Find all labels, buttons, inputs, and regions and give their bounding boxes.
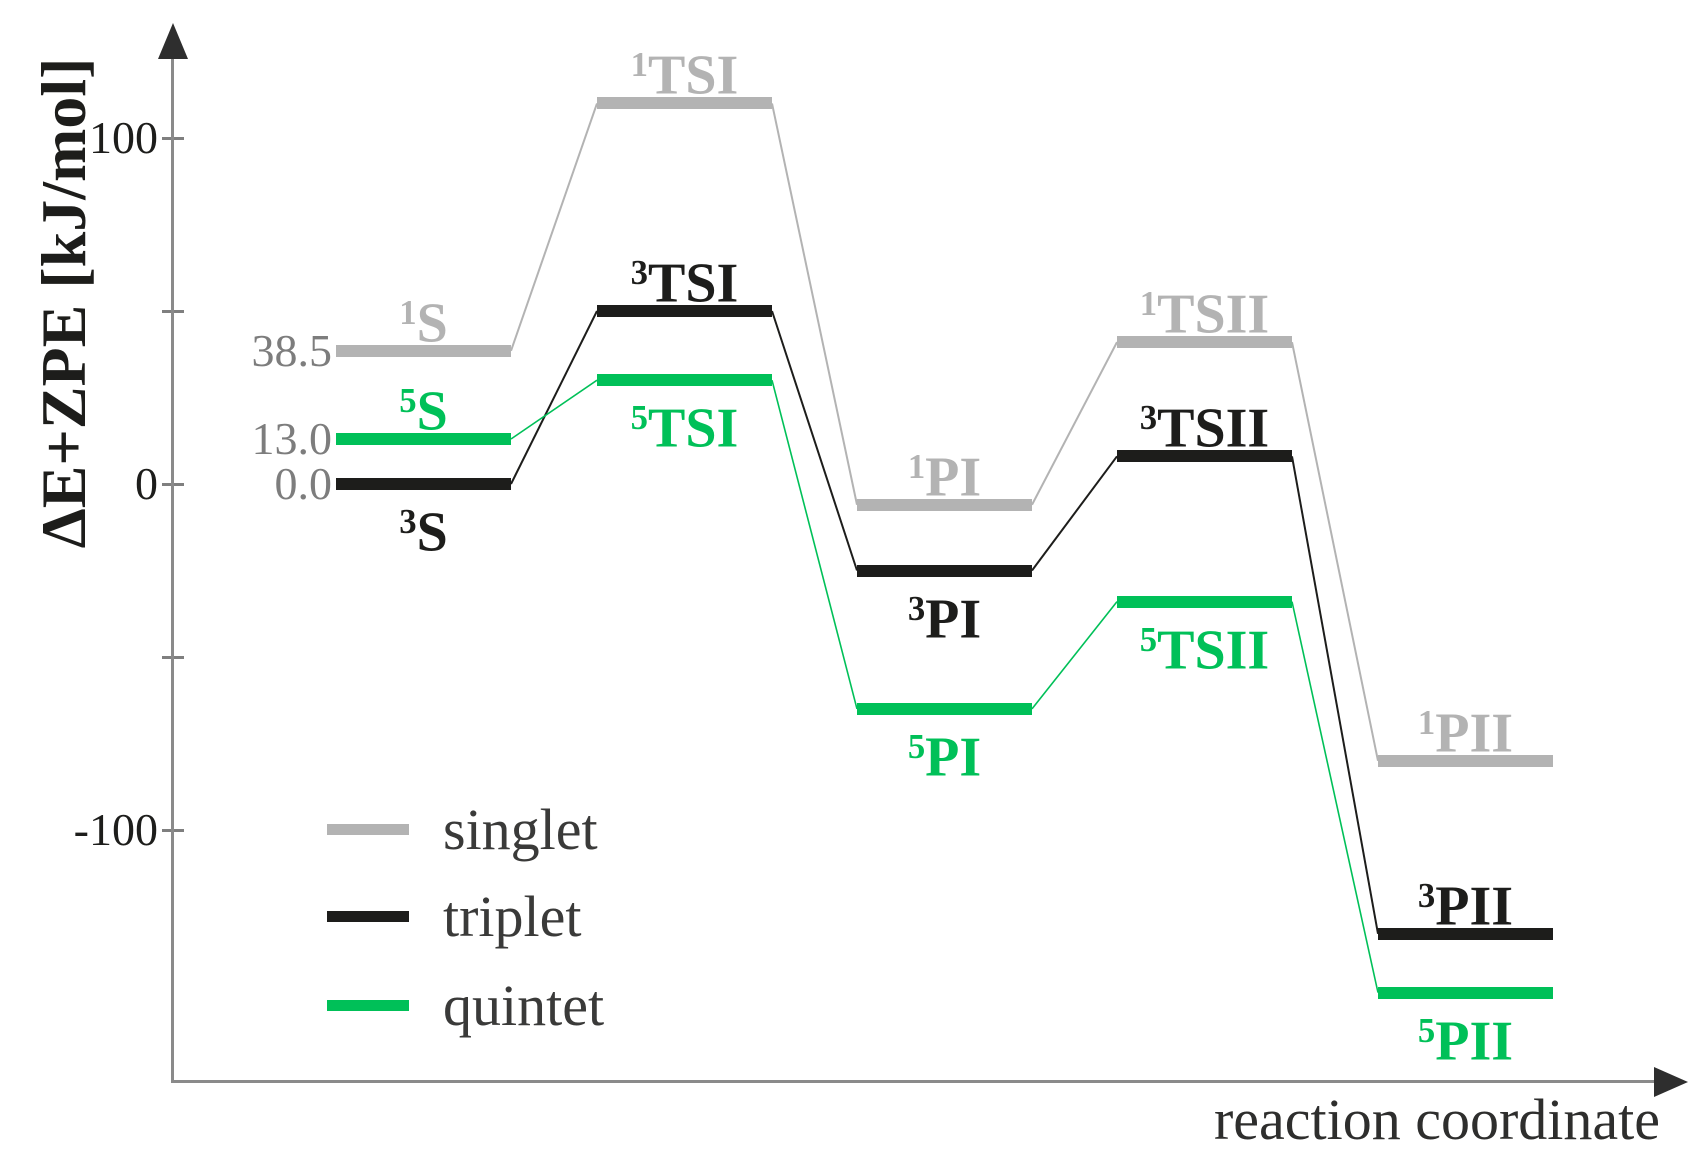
- level-label-sup-3PII: 3: [1417, 875, 1436, 915]
- level-label-5S: 5S: [399, 371, 448, 441]
- y-tick-label-0: 0: [135, 458, 158, 509]
- connector-triplet-1: [771, 310, 858, 571]
- level-bar-1S: [336, 344, 511, 357]
- level-label-3PI: 3PI: [907, 579, 981, 649]
- level-bar-3TSI: [597, 305, 772, 317]
- level-energy-annotation-3S: 0.0: [274, 458, 333, 509]
- level-label-1TSI: 1TSI: [630, 35, 739, 105]
- level-label-1TSII: 1TSII: [1139, 274, 1269, 344]
- legend-entry-singlet: singlet: [327, 794, 598, 864]
- legend-label-quintet: quintet: [443, 972, 605, 1038]
- connector-singlet-2: [1031, 341, 1118, 506]
- level-bar-3S: [336, 478, 511, 490]
- level-label-1PI: 1PI: [907, 437, 981, 507]
- level-label-name-5PI: PI: [925, 726, 982, 789]
- level-label-3TSII: 3TSII: [1139, 388, 1269, 458]
- level-energy-annotation-1S: 38.5: [251, 324, 333, 376]
- level-label-3TSI: 3TSI: [630, 243, 739, 313]
- level-label-sup-1TSI: 1: [630, 45, 649, 85]
- legend-entry-quintet: quintet: [327, 970, 604, 1040]
- level-bar-3PII: [1378, 927, 1553, 940]
- level-label-name-1PI: PI: [925, 446, 982, 509]
- level-bar-5S: [336, 433, 511, 446]
- legend-swatch-quintet: [327, 999, 409, 1011]
- connector-singlet-0: [510, 103, 598, 352]
- level-bar-3PI: [857, 564, 1032, 577]
- level-label-sup-1S: 1: [399, 292, 417, 332]
- level-label-5TSI: 5TSI: [630, 388, 739, 458]
- connector-triplet-0: [510, 310, 598, 485]
- connector-singlet-3: [1291, 341, 1379, 762]
- level-label-sup-3TSII: 3: [1139, 398, 1158, 438]
- level-label-sup-1PII: 1: [1417, 702, 1436, 742]
- legend-swatch-triplet: [327, 910, 409, 922]
- level-label-sup-5PII: 5: [1417, 1010, 1436, 1050]
- level-label-sup-3S: 3: [399, 502, 417, 541]
- level-bar-3TSII: [1117, 450, 1292, 463]
- level-label-name-1TSI: TSI: [648, 44, 739, 107]
- level-label-5TSII: 5TSII: [1139, 610, 1269, 680]
- level-label-1S: 1S: [399, 283, 448, 353]
- level-label-1PII: 1PII: [1417, 693, 1513, 763]
- legend-label-triplet: triplet: [443, 883, 582, 949]
- level-label-name-3PII: PII: [1435, 875, 1514, 938]
- level-label-5PI: 5PI: [907, 717, 981, 787]
- connector-triplet-2: [1031, 455, 1118, 572]
- level-bar-5PII: [1378, 986, 1553, 999]
- y-tick-label--100: -100: [73, 804, 158, 855]
- connector-quintet-0: [510, 379, 598, 440]
- level-label-name-1TSII: TSII: [1157, 283, 1270, 346]
- level-energy-annotation-5S: 13.0: [251, 413, 333, 465]
- x-axis-arrowhead-icon: [1654, 1067, 1688, 1097]
- legend-entry-triplet: triplet: [327, 881, 582, 951]
- level-label-name-1PII: PII: [1435, 702, 1514, 765]
- y-axis-arrowhead-icon: [158, 23, 188, 59]
- level-bar-1TSII: [1117, 336, 1292, 349]
- level-label-name-3PI: PI: [925, 587, 982, 650]
- connector-singlet-1: [771, 103, 858, 505]
- connector-quintet-2: [1031, 601, 1118, 710]
- level-label-name-5TSI: TSI: [648, 397, 739, 460]
- level-bar-5PI: [857, 702, 1032, 715]
- level-label-3PII: 3PII: [1417, 866, 1513, 936]
- level-label-sup-1PI: 1: [907, 446, 926, 486]
- level-label-5PII: 5PII: [1417, 1001, 1513, 1071]
- legend-swatch-singlet: [327, 823, 409, 835]
- level-label-name-5TSII: TSII: [1157, 618, 1270, 681]
- y-axis-title: ΔE+ZPE [kJ/mol]: [28, 57, 99, 549]
- level-label-sup-5TSI: 5: [630, 398, 649, 438]
- level-label-name-5PII: PII: [1435, 1009, 1514, 1072]
- level-bar-1TSI: [597, 97, 772, 110]
- level-label-sup-5S: 5: [399, 381, 417, 421]
- level-label-sup-3PI: 3: [907, 588, 926, 628]
- level-label-sup-3TSI: 3: [630, 253, 649, 292]
- level-label-name-3TSII: TSII: [1157, 397, 1270, 460]
- legend-label-singlet: singlet: [443, 796, 598, 862]
- level-label-sup-5TSII: 5: [1139, 619, 1158, 659]
- level-label-name-3TSI: TSI: [648, 252, 739, 315]
- level-bar-5TSII: [1117, 595, 1292, 608]
- level-bar-1PII: [1378, 754, 1553, 767]
- level-label-name-5S: S: [416, 380, 448, 443]
- connector-quintet-1: [771, 379, 858, 710]
- level-label-name-1S: S: [416, 292, 448, 355]
- level-bar-5TSI: [597, 374, 772, 387]
- level-label-sup-1TSII: 1: [1139, 284, 1158, 324]
- connector-triplet-3: [1291, 456, 1379, 934]
- x-axis-title: reaction coordinate: [1213, 1087, 1660, 1152]
- connector-quintet-3: [1291, 601, 1379, 993]
- x-axis-line: [171, 1080, 1659, 1083]
- level-label-sup-5PI: 5: [907, 726, 926, 766]
- y-axis-line: [171, 50, 174, 1083]
- level-label-3S: 3S: [399, 492, 448, 562]
- level-label-name-3S: S: [416, 501, 448, 564]
- level-bar-1PI: [857, 498, 1032, 511]
- y-tick-label-100: 100: [89, 112, 158, 163]
